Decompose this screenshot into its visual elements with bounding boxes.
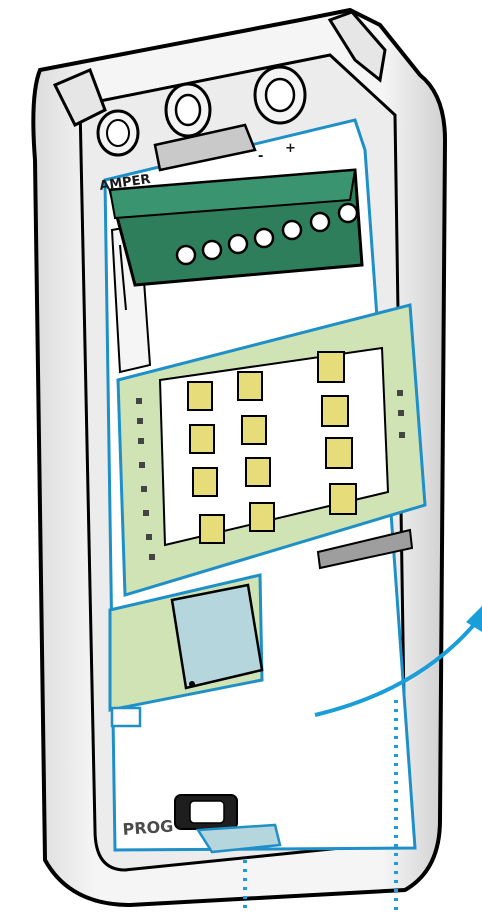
minus-label: -	[258, 149, 263, 164]
key	[246, 458, 270, 486]
screw-head-icon	[339, 204, 357, 222]
key	[322, 396, 348, 426]
chip	[172, 585, 262, 688]
screw-head-icon	[255, 229, 273, 247]
prog-label: PROG	[122, 816, 174, 838]
board-tab	[112, 708, 140, 726]
key	[188, 382, 212, 410]
key	[318, 352, 344, 382]
push-button-icon	[175, 795, 237, 829]
screw-head-icon	[283, 221, 301, 239]
screw-hole-right	[255, 67, 305, 123]
plus-label: +	[285, 141, 296, 156]
screw-head-icon	[203, 241, 221, 259]
key	[190, 425, 214, 453]
screw-hole-center	[166, 84, 210, 136]
screw-hole-left	[98, 111, 138, 155]
key	[193, 468, 217, 496]
key	[250, 503, 274, 531]
key	[200, 515, 224, 543]
key	[330, 484, 356, 514]
key	[238, 372, 262, 400]
screw-head-icon	[229, 235, 247, 253]
screw-head-icon	[177, 246, 195, 264]
key	[242, 416, 266, 444]
screw-head-icon	[311, 213, 329, 231]
key	[326, 438, 352, 468]
